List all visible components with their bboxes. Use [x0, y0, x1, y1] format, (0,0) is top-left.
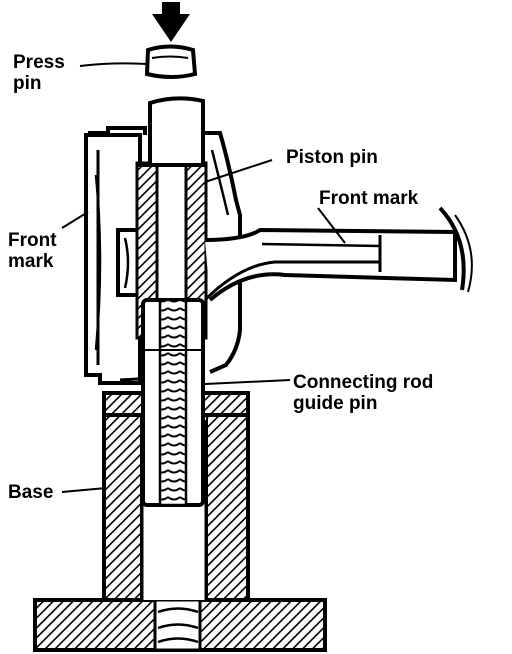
leader-guide-pin [204, 379, 291, 385]
label-front-mark-piston-line2: mark [8, 251, 54, 272]
guide-pin [141, 298, 205, 507]
label-guide-pin: Connecting rod guide pin [293, 372, 433, 414]
leader-piston-pin [204, 159, 273, 183]
leader-lines [61, 62, 346, 493]
connecting-rod [203, 206, 473, 302]
label-press-pin-line2: pin [13, 73, 42, 94]
label-press-pin: Press pin [13, 52, 65, 94]
label-guide-pin-line2: guide pin [293, 393, 378, 414]
base-flange [33, 598, 327, 652]
label-front-mark-rod: Front mark [319, 188, 419, 209]
leader-front-mark-piston [61, 211, 89, 229]
label-front-mark-piston-line1: Front [8, 230, 57, 251]
piston [84, 126, 242, 385]
press-shaft [148, 96, 205, 167]
label-base: Base [8, 482, 54, 503]
label-press-pin-line1: Press [13, 52, 65, 73]
leader-base [61, 487, 107, 493]
press-arrow [152, 2, 190, 42]
label-piston-pin: Piston pin [286, 147, 378, 168]
label-front-mark-piston: Front mark [8, 230, 57, 272]
leader-front-mark-rod [317, 207, 346, 244]
leader-press-pin [79, 62, 149, 67]
press-pin [144, 44, 198, 79]
label-guide-pin-line1: Connecting rod [293, 372, 434, 393]
